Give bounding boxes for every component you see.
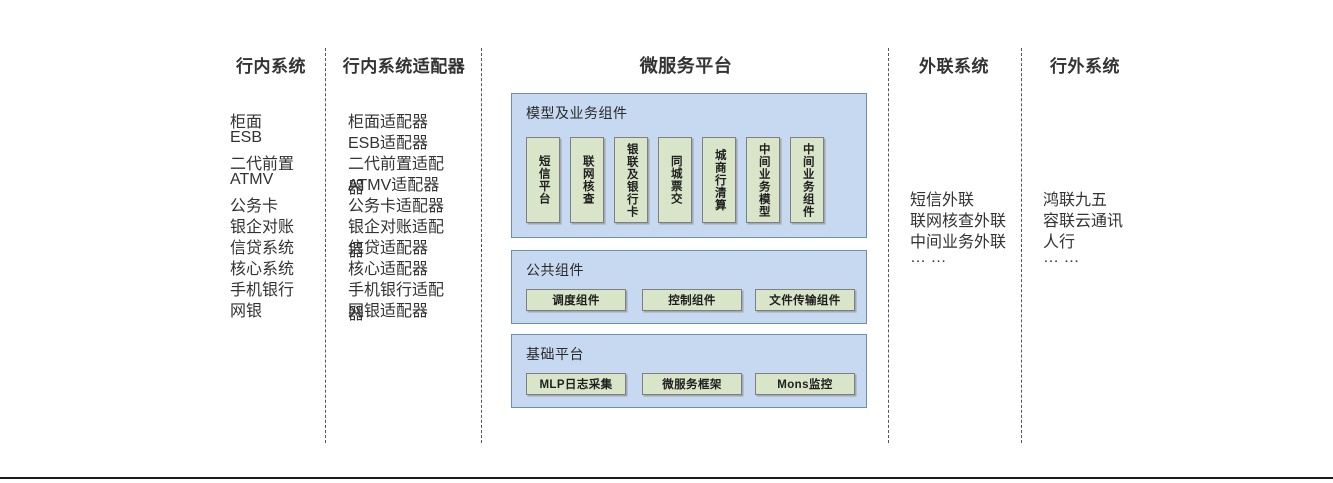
node-outside-system[interactable]: 人行	[1043, 234, 1076, 251]
node-business-component[interactable]: 短信平台	[526, 137, 560, 223]
column-internal-adapters: 柜面适配器 ESB适配器 二代前置适配器 ATMV适配器 公务卡适配器 银企对账…	[348, 108, 458, 323]
node-label: 联网核查	[581, 155, 594, 205]
node-internal-system[interactable]: 二代前置	[230, 156, 295, 173]
node-label: 短信平台	[537, 155, 550, 205]
node-label: 中间业务组件	[801, 142, 814, 218]
panel-model-and-business-components: 模型及业务组件 短信平台 联网核查 银联及银行卡 同城票交 城商行清算 中间业务…	[511, 93, 867, 238]
node-outside-system[interactable]: … …	[1043, 249, 1080, 266]
node-label: 银联及银行卡	[625, 142, 638, 218]
node-business-component[interactable]: 联网核查	[570, 137, 604, 223]
node-external-link-system[interactable]: 短信外联	[910, 192, 975, 209]
divider-3	[888, 48, 889, 443]
node-internal-adapter[interactable]: ESB适配器	[348, 135, 429, 152]
node-internal-adapter[interactable]: 银企对账适配器	[348, 219, 445, 260]
node-internal-adapter[interactable]: 网银适配器	[348, 303, 429, 320]
node-business-component[interactable]: 中间业务组件	[790, 137, 824, 223]
column-title-outside-systems: 行外系统	[1050, 57, 1120, 76]
node-base-platform-component[interactable]: 微服务框架	[642, 373, 742, 395]
node-external-link-system[interactable]: 联网核查外联	[910, 213, 1007, 230]
node-business-component[interactable]: 城商行清算	[702, 137, 736, 223]
node-external-link-system[interactable]: … …	[910, 249, 947, 266]
node-internal-adapter[interactable]: 手机银行适配器	[348, 282, 445, 323]
node-public-component[interactable]: 控制组件	[642, 289, 742, 311]
panel-base-platform: 基础平台 MLP日志采集 微服务框架 Mons监控	[511, 334, 867, 408]
node-public-component[interactable]: 调度组件	[526, 289, 626, 311]
divider-2	[481, 48, 482, 443]
column-outside-systems: 鸿联九五 容联云通讯 人行 … …	[1043, 186, 1139, 270]
column-title-internal-adapters: 行内系统适配器	[342, 57, 466, 76]
node-outside-system[interactable]: 鸿联九五	[1043, 192, 1108, 209]
column-external-link-systems: 短信外联 联网核查外联 中间业务外联 … …	[910, 186, 1006, 270]
bottom-rule	[0, 477, 1333, 479]
node-business-component[interactable]: 中间业务模型	[746, 137, 780, 223]
divider-4	[1021, 48, 1022, 443]
panel-public-components: 公共组件 调度组件 控制组件 文件传输组件	[511, 250, 867, 324]
node-internal-adapter[interactable]: 核心适配器	[348, 261, 429, 278]
node-internal-adapter[interactable]: ATMV适配器	[348, 177, 440, 194]
panel-title-public-components: 公共组件	[526, 262, 584, 278]
panel-title-base-platform: 基础平台	[526, 346, 584, 362]
node-business-component[interactable]: 银联及银行卡	[614, 137, 648, 223]
panel-title-model-and-business-components: 模型及业务组件	[526, 105, 628, 121]
node-internal-system[interactable]: 核心系统	[230, 261, 295, 278]
node-internal-adapter[interactable]: 信贷适配器	[348, 240, 429, 257]
column-title-external-link-systems: 外联系统	[919, 57, 989, 76]
node-internal-adapter[interactable]: 公务卡适配器	[348, 198, 445, 215]
column-title-microservice-platform: 微服务平台	[639, 56, 733, 76]
node-internal-system[interactable]: 柜面	[230, 114, 263, 131]
node-internal-system[interactable]: 网银	[230, 303, 263, 320]
node-business-component[interactable]: 同城票交	[658, 137, 692, 223]
node-base-platform-component[interactable]: MLP日志采集	[526, 373, 626, 395]
node-internal-system[interactable]: 公务卡	[230, 198, 279, 215]
node-label: 中间业务模型	[757, 142, 770, 218]
column-title-internal-systems: 行内系统	[236, 57, 306, 76]
divider-1	[325, 48, 326, 443]
node-base-platform-component[interactable]: Mons监控	[755, 373, 855, 395]
node-internal-system[interactable]: 信贷系统	[230, 240, 295, 257]
node-internal-system[interactable]: 银企对账	[230, 219, 295, 236]
node-external-link-system[interactable]: 中间业务外联	[910, 234, 1007, 251]
node-internal-system[interactable]: ATMV	[230, 171, 274, 188]
node-internal-system[interactable]: ESB	[230, 129, 263, 146]
node-label: 城商行清算	[713, 148, 726, 212]
node-internal-adapter[interactable]: 柜面适配器	[348, 114, 429, 131]
node-label: 同城票交	[669, 155, 682, 205]
node-internal-adapter[interactable]: 二代前置适配器	[348, 156, 445, 197]
node-public-component[interactable]: 文件传输组件	[755, 289, 855, 311]
column-internal-systems: 柜面 ESB 二代前置 ATMV 公务卡 银企对账 信贷系统 核心系统 手机银行…	[230, 108, 312, 320]
node-internal-system[interactable]: 手机银行	[230, 282, 295, 299]
node-outside-system[interactable]: 容联云通讯	[1043, 213, 1124, 230]
